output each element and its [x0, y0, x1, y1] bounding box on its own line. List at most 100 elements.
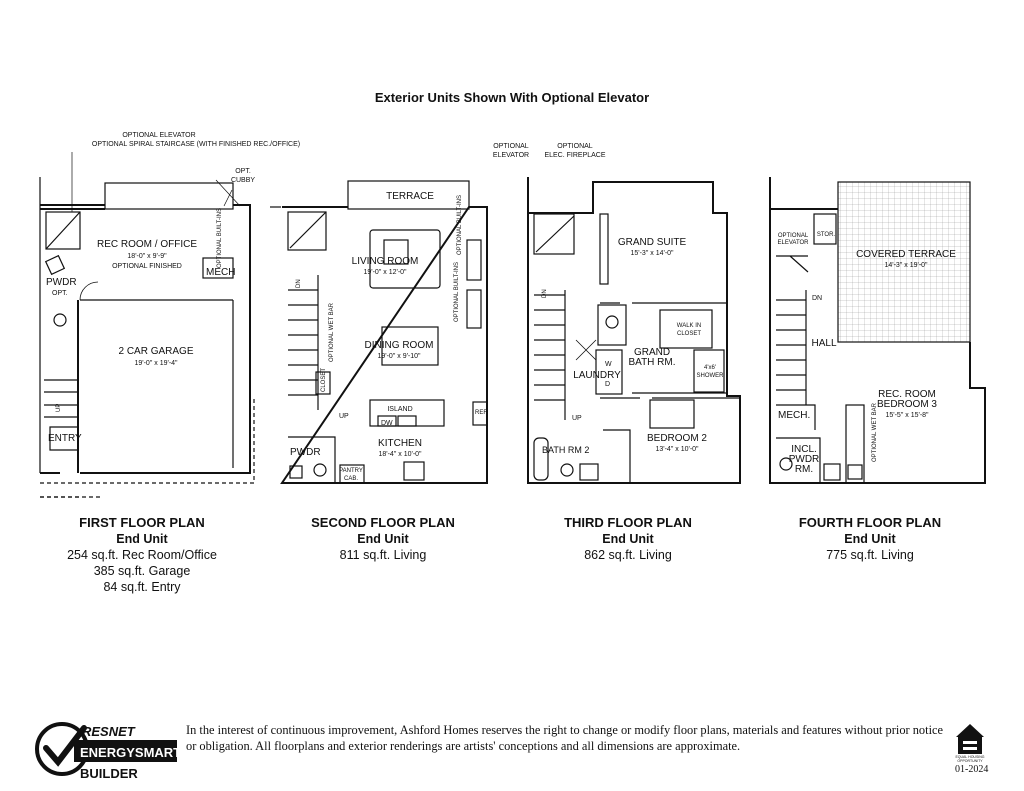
room-bedroom-3: BEDROOM 3 — [877, 399, 937, 410]
room-kitchen: KITCHEN — [378, 438, 422, 449]
caption-title: THIRD FLOOR PLAN — [564, 515, 692, 530]
dim-covered-terrace: 14'-3" x 19'-0" — [884, 262, 928, 269]
dim-dining: 19'-0" x 9'-10" — [377, 353, 421, 360]
caption-area: 811 sq.ft. Living — [339, 548, 427, 562]
label-ref: REF. — [475, 410, 488, 416]
first-floor-plan — [39, 152, 281, 498]
label-dn: DN — [812, 295, 822, 302]
third-floor-labels: OPTIONAL ELEVATOR OPTIONAL ELEC. FIREPLA… — [493, 143, 724, 455]
equal-housing-logo: EQUAL HOUSING OPPORTUNITY — [955, 724, 985, 763]
caption-second-floor: SECOND FLOOR PLAN End Unit 811 sq.ft. Li… — [268, 515, 498, 563]
label-shower: SHOWER — [697, 373, 725, 379]
logo-resnet: RESNET — [82, 724, 136, 739]
caption-third-floor: THIRD FLOOR PLAN End Unit 862 sq.ft. Liv… — [513, 515, 743, 563]
room-bath-2: BATH RM 2 — [542, 445, 589, 455]
second-floor-labels: TERRACE LIVING ROOM 19'-0" x 12'-0" OPTI… — [290, 191, 488, 482]
dim-grand-suite: 15'-3" x 14'-0" — [630, 250, 674, 257]
fourth-floor-plan — [769, 177, 986, 484]
dim-rec-room: 15'-5" x 15'-8" — [885, 412, 929, 419]
date-code: 01-2024 — [955, 764, 989, 775]
label-up: UP — [572, 415, 582, 422]
caption-area: 862 sq.ft. Living — [584, 548, 672, 562]
room-laundry: LAUNDRY — [573, 370, 621, 381]
caption-area: 84 sq.ft. Entry — [103, 580, 181, 594]
logo-builder: BUILDER — [80, 766, 138, 781]
logo-energysmart: ENERGYSMART — [80, 745, 181, 760]
room-covered-terrace: COVERED TERRACE — [856, 249, 956, 260]
room-grand-bath-2: BATH RM. — [628, 357, 675, 368]
caption-title: SECOND FLOOR PLAN — [311, 515, 455, 530]
caption-title: FOURTH FLOOR PLAN — [798, 515, 942, 530]
first-floor-labels: OPTIONAL ELEVATOR OPTIONAL SPIRAL STAIRC… — [46, 132, 300, 444]
third-floor-plan — [527, 177, 741, 484]
label-pwdr-opt: OPT. — [52, 290, 68, 297]
room-grand-suite: GRAND SUITE — [618, 237, 687, 248]
callout-elec-fireplace: ELEC. FIREPLACE — [544, 152, 605, 159]
callout-optional-elevator: OPTIONAL ELEVATOR — [122, 132, 195, 139]
disclaimer: In the interest of continuous improvemen… — [186, 723, 944, 753]
label-shower-size: 4'x6' — [704, 365, 716, 371]
label-cab: CAB. — [344, 476, 358, 482]
label-up: UP — [339, 413, 349, 420]
callout-optional-2: OPTIONAL — [557, 143, 593, 150]
dim-garage: 19'-0" x 19'-4" — [134, 360, 178, 367]
caption-unit: End Unit — [116, 532, 168, 546]
dim-kitchen: 18'-4" x 10'-0" — [378, 451, 422, 458]
label-wetbar: OPTIONAL WET BAR — [329, 302, 335, 362]
room-rec-room: REC. ROOM — [878, 389, 936, 400]
label-pantry: PANTRY — [339, 468, 363, 474]
callout-spiral-staircase: OPTIONAL SPIRAL STAIRCASE (WITH FINISHED… — [92, 141, 300, 148]
label-opt-elevator-2: ELEVATOR — [777, 240, 809, 246]
room-pwdr: PWDR — [46, 277, 77, 288]
room-hall: HALL — [811, 338, 836, 349]
equal-housing-line1: EQUAL HOUSING — [955, 755, 984, 759]
label-wetbar: OPTIONAL WET BAR — [872, 402, 878, 462]
fourth-floor-labels: OPTIONAL ELEVATOR STOR. COVERED TERRACE … — [777, 232, 956, 475]
equal-housing-line2: OPPORTUNITY — [957, 759, 983, 763]
room-rm: RM. — [795, 464, 813, 475]
caption-title: FIRST FLOOR PLAN — [79, 515, 205, 530]
label-dn: DN — [296, 279, 302, 288]
label-island: ISLAND — [387, 406, 412, 413]
label-stor: STOR. — [817, 232, 836, 238]
sheet-title: Exterior Units Shown With Optional Eleva… — [374, 90, 650, 105]
label-walkin-1: WALK IN — [677, 323, 701, 329]
caption-area: 775 sq.ft. Living — [826, 548, 914, 562]
callout-cubby: CUBBY — [231, 177, 255, 184]
caption-unit: End Unit — [602, 532, 654, 546]
room-terrace: TERRACE — [386, 191, 434, 202]
room-incl: INCL. — [791, 444, 817, 455]
label-opt-elevator-1: OPTIONAL — [778, 233, 809, 239]
room-living: LIVING ROOM — [352, 256, 419, 267]
label-builtins-top: OPTIONAL BUILT-INS — [457, 195, 463, 255]
callout-optional: OPTIONAL — [493, 143, 529, 150]
dim-rec-office: 18'-0" x 9'-9" — [127, 253, 167, 260]
room-dining: DINING ROOM — [365, 340, 434, 351]
caption-area: 254 sq.ft. Rec Room/Office — [67, 548, 217, 562]
label-builtins-mid: OPTIONAL BUILT-INS — [454, 262, 460, 322]
label-dn: DN — [542, 289, 548, 298]
room-grand-bath-1: GRAND — [634, 347, 670, 358]
callout-opt: OPT. — [235, 168, 251, 175]
dim-bedroom-2: 13'-4" x 10'-0" — [655, 446, 699, 453]
label-up: UP — [56, 404, 62, 412]
note-optional-finished: OPTIONAL FINISHED — [112, 263, 182, 270]
caption-first-floor: FIRST FLOOR PLAN End Unit 254 sq.ft. Rec… — [27, 515, 257, 595]
dim-living: 19'-0" x 12'-0" — [363, 269, 407, 276]
room-garage: 2 CAR GARAGE — [118, 346, 193, 357]
callout-elevator: ELEVATOR — [493, 152, 529, 159]
room-mech: MECH — [206, 267, 235, 278]
label-dryer: D — [605, 381, 610, 388]
label-walkin-2: CLOSET — [677, 331, 701, 337]
room-rec-office: REC ROOM / OFFICE — [97, 239, 197, 250]
room-entry: ENTRY — [48, 433, 82, 444]
label-washer: W — [605, 361, 612, 368]
energysmart-logo: RESNET ENERGYSMART BUILDER — [35, 722, 181, 781]
room-pwdr: PWDR — [290, 447, 321, 458]
caption-unit: End Unit — [844, 532, 896, 546]
room-bedroom-2: BEDROOM 2 — [647, 433, 707, 444]
label-optional-builtins: OPTIONAL BUILT-INS — [217, 208, 223, 268]
room-mech: MECH. — [778, 410, 810, 421]
